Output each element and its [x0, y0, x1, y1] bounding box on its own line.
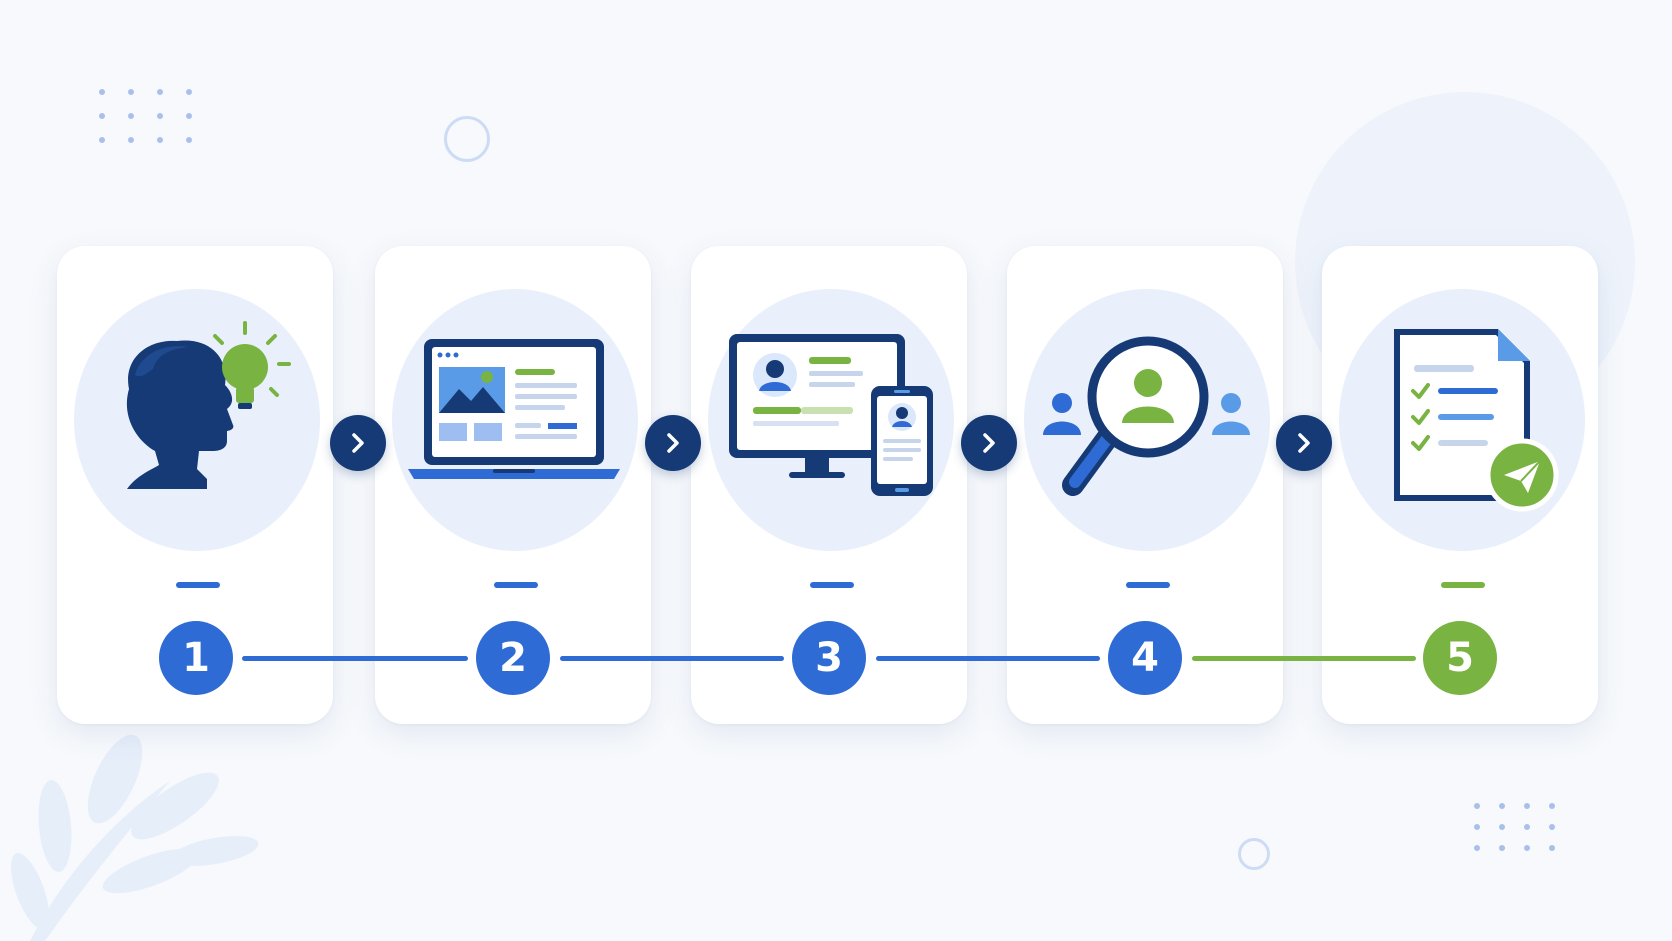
chevron-right-icon — [667, 433, 679, 453]
next-arrow-4 — [1276, 415, 1332, 471]
step-card-2 — [375, 246, 651, 724]
responsive-devices-icon — [729, 334, 933, 496]
next-arrow-3 — [961, 415, 1017, 471]
step-number-4: 4 — [1108, 621, 1182, 695]
chevron-right-icon — [352, 433, 364, 453]
step-number-5: 5 — [1423, 621, 1497, 695]
chevron-right-icon — [1298, 433, 1310, 453]
magnifier-people-icon — [1043, 336, 1250, 496]
step-number-1: 1 — [159, 621, 233, 695]
step-divider — [176, 582, 220, 588]
timeline-line-4-5 — [1192, 656, 1416, 661]
step-number-3: 3 — [792, 621, 866, 695]
step-divider — [810, 582, 854, 588]
dot-grid-bottom-right — [1474, 803, 1555, 851]
document-send-icon — [1394, 329, 1559, 512]
next-arrow-2 — [645, 415, 701, 471]
next-arrow-1 — [330, 415, 386, 471]
step-divider — [1126, 582, 1170, 588]
step-number-2: 2 — [476, 621, 550, 695]
step-card-5 — [1322, 246, 1598, 724]
timeline-line-3-4 — [876, 656, 1100, 661]
timeline-line-2-3 — [560, 656, 784, 661]
step-card-1 — [57, 246, 333, 724]
ring-decoration-bottom — [1238, 838, 1270, 870]
step-divider — [494, 582, 538, 588]
step-divider — [1441, 582, 1485, 588]
leaf-decoration — [11, 734, 259, 941]
head-lightbulb-icon — [126, 321, 291, 489]
dot-grid-top-left — [99, 89, 192, 143]
timeline-line-1-2 — [242, 656, 468, 661]
laptop-layout-icon — [408, 339, 620, 479]
chevron-right-icon — [983, 433, 995, 453]
ring-decoration-top — [444, 116, 490, 162]
